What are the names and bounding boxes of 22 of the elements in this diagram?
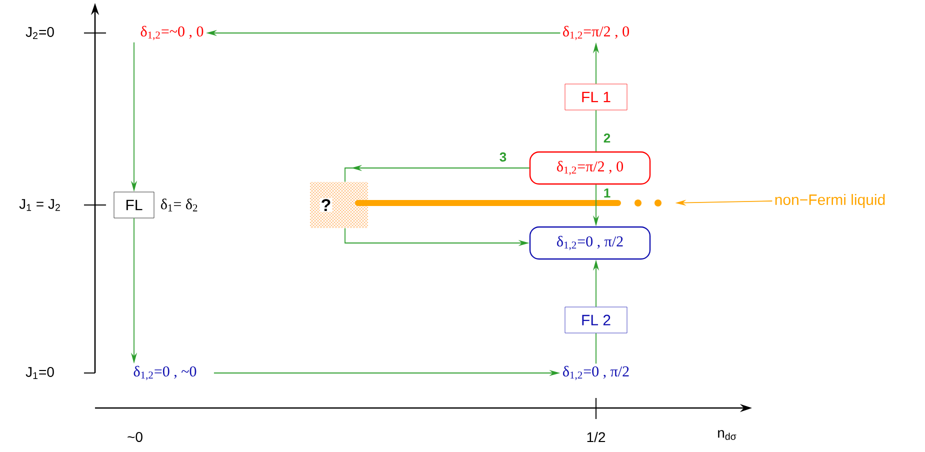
state-box: δ$_{1,2}$=π/2 , 0 xyxy=(529,151,651,185)
edge-label: 3 xyxy=(498,151,508,163)
tick-label: ~0 xyxy=(128,432,142,442)
axis-label: n$_{dσ}$ xyxy=(718,430,736,440)
state-box: δ$_{1,2}$=0 , π/2 xyxy=(529,226,651,260)
formula-text: δ$_{1}$= δ$_{2}$ xyxy=(160,198,198,212)
phase-line-drawing xyxy=(355,200,662,206)
tick-label: 1/2 xyxy=(587,432,606,442)
state-label: δ$_{1,2}$=0 , ~0 xyxy=(134,366,196,380)
state-label: δ$_{1,2}$=~0 , 0 xyxy=(140,26,204,40)
annotation-text: non−Fermi liquid xyxy=(775,194,885,208)
fl-box: FL xyxy=(114,192,154,218)
axis-label: J$_{2}$=0 xyxy=(26,27,54,39)
hatched-region: ? xyxy=(320,198,332,212)
state-label: δ$_{1,2}$=0 , π/2 xyxy=(563,366,629,380)
fl-box: FL 1 xyxy=(564,84,628,110)
axis-label: J$_{1}$=0 xyxy=(26,367,54,379)
edge-label: 2 xyxy=(602,132,612,144)
fl-box: FL 2 xyxy=(564,306,628,334)
state-label: δ$_{1,2}$=π/2 , 0 xyxy=(563,26,629,40)
axis-label: J$_{1}$ = J$_{2}$ xyxy=(19,199,60,211)
edge-label: 1 xyxy=(602,188,612,198)
